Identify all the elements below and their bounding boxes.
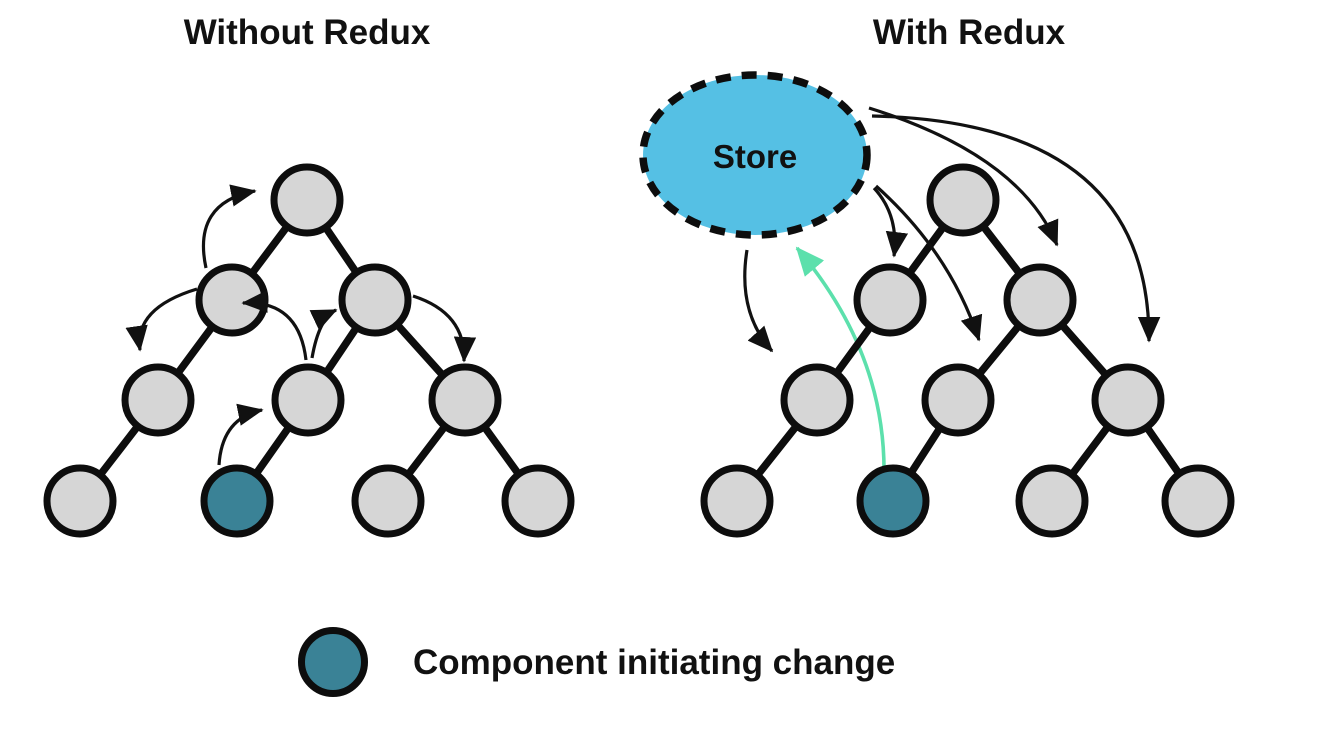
component-node <box>338 263 412 337</box>
state-up-arrow <box>309 308 338 359</box>
component-node <box>270 163 344 237</box>
state-up-arrow <box>201 184 257 269</box>
tree-nodes <box>43 163 575 538</box>
legend-initiator-swatch <box>298 627 368 697</box>
tree-nodes <box>700 163 1235 538</box>
legend-label: Component initiating change <box>413 643 895 682</box>
component-node <box>1091 363 1165 437</box>
dispatch-to-store-arrow <box>795 246 886 477</box>
component-node <box>1015 464 1089 538</box>
component-node <box>1003 263 1077 337</box>
without-redux-tree <box>43 163 575 538</box>
store-to-node-arrow <box>872 186 909 258</box>
state-down-arrow <box>125 287 198 352</box>
dispatch-arrows <box>795 246 886 477</box>
state-down-arrow <box>412 294 477 363</box>
store-to-node-arrow <box>743 249 774 353</box>
component-initiating-change-node <box>856 464 930 538</box>
store-to-node-arrow <box>871 114 1161 343</box>
component-node <box>271 363 345 437</box>
legend: Component initiating change <box>298 627 895 697</box>
component-node <box>501 464 575 538</box>
update-arrows <box>125 184 477 466</box>
store-label: Store <box>713 138 797 175</box>
component-node <box>121 363 195 437</box>
left-diagram-title: Without Redux <box>184 13 431 52</box>
store-to-node-arrow <box>868 106 1059 247</box>
tree-edges <box>733 196 1202 505</box>
state-up-arrow <box>241 290 308 361</box>
component-node <box>780 363 854 437</box>
store: Store <box>639 71 871 239</box>
state-up-arrow <box>217 403 264 466</box>
store-ellipse <box>639 71 871 239</box>
tree-edges <box>76 196 542 505</box>
update-arrows <box>743 106 1161 353</box>
component-node <box>853 263 927 337</box>
store-to-node-arrow <box>874 184 983 342</box>
component-node <box>921 363 995 437</box>
component-node <box>195 263 269 337</box>
component-node <box>43 464 117 538</box>
component-node <box>700 464 774 538</box>
component-node <box>926 163 1000 237</box>
component-initiating-change-node <box>200 464 274 538</box>
right-diagram-title: With Redux <box>873 13 1066 52</box>
component-node <box>1161 464 1235 538</box>
component-node <box>428 363 502 437</box>
component-node <box>351 464 425 538</box>
with-redux-tree <box>700 106 1235 538</box>
